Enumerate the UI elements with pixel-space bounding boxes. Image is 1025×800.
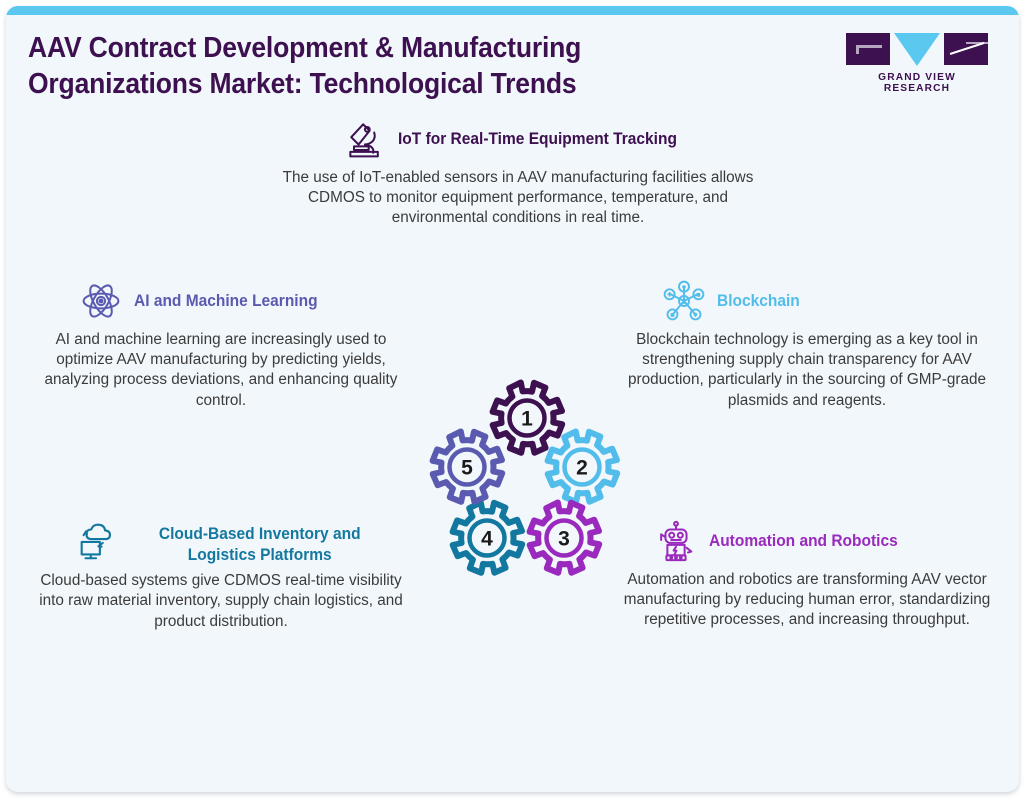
section-automation-title: Automation and Robotics bbox=[709, 531, 898, 550]
section-blockchain-title: Blockchain bbox=[717, 291, 800, 310]
gear-4-hub bbox=[467, 518, 507, 558]
section-iot-body: The use of IoT-enabled sensors in AAV ma… bbox=[282, 169, 754, 227]
section-automation: Automation and Robotics Automation and r… bbox=[621, 518, 993, 631]
section-cloud: Cloud-Based Inventory and Logistics Plat… bbox=[36, 518, 406, 632]
section-cloud-title: Cloud-Based Inventory and Logistics Plat… bbox=[158, 525, 361, 564]
page-title-line-1: AAV Contract Development & Manufacturing bbox=[28, 32, 582, 64]
microscope-icon bbox=[342, 116, 388, 162]
logo-r-mark bbox=[944, 33, 988, 65]
logo-marks bbox=[843, 33, 991, 67]
cloud-monitor-icon bbox=[74, 518, 120, 564]
gear-5-label: 5 bbox=[461, 457, 473, 480]
section-cloud-header: Cloud-Based Inventory and Logistics Plat… bbox=[36, 518, 406, 565]
gear-5: 5 bbox=[429, 428, 506, 505]
section-automation-header: Automation and Robotics bbox=[621, 518, 993, 564]
gear-2: 2 bbox=[544, 428, 621, 505]
gear-4-label: 4 bbox=[481, 528, 493, 551]
atom-icon bbox=[78, 278, 124, 324]
gear-1-outline bbox=[489, 379, 566, 456]
section-iot: IoT for Real-Time Equipment Tracking The… bbox=[268, 116, 768, 229]
gear-3-hub bbox=[544, 518, 584, 558]
gear-3: 3 bbox=[526, 499, 603, 576]
gear-1-label: 1 bbox=[521, 408, 533, 431]
gear-5-outline bbox=[429, 428, 506, 505]
infographic-card: AAV Contract Development & Manufacturing… bbox=[6, 6, 1019, 792]
network-hub-icon bbox=[661, 278, 707, 324]
gear-2-label: 2 bbox=[576, 457, 588, 480]
section-blockchain-header: Blockchain bbox=[621, 278, 993, 324]
section-blockchain: Blockchain Blockchain technology is emer… bbox=[621, 278, 993, 411]
section-cloud-body: Cloud-based systems give CDMOS real-time… bbox=[39, 572, 403, 630]
logo-g-mark bbox=[846, 33, 890, 65]
gear-4: 4 bbox=[449, 499, 526, 576]
section-ai-title: AI and Machine Learning bbox=[134, 291, 318, 310]
section-ai-header: AI and Machine Learning bbox=[36, 278, 406, 324]
section-automation-body: Automation and robotics are transforming… bbox=[623, 571, 991, 629]
robot-icon bbox=[653, 518, 699, 564]
logo-wordmark: GRAND VIEW RESEARCH bbox=[878, 72, 956, 94]
gear-5-hub bbox=[447, 447, 487, 487]
gear-cluster: 1 2 3 4 bbox=[426, 376, 626, 586]
top-accent-bar bbox=[6, 6, 1019, 15]
section-iot-title: IoT for Real-Time Equipment Tracking bbox=[397, 129, 677, 148]
gear-3-label: 3 bbox=[558, 528, 570, 551]
logo-v-triangle-icon bbox=[894, 33, 940, 66]
gear-1-hub bbox=[507, 398, 547, 438]
brand-logo: GRAND VIEW RESEARCH bbox=[843, 33, 991, 94]
gear-2-outline bbox=[544, 428, 621, 505]
section-ai: AI and Machine Learning AI and machine l… bbox=[36, 278, 406, 411]
section-blockchain-body: Blockchain technology is emerging as a k… bbox=[628, 331, 986, 409]
gear-2-hub bbox=[562, 447, 602, 487]
gear-1: 1 bbox=[489, 379, 566, 456]
gear-4-outline bbox=[449, 499, 526, 576]
section-iot-header: IoT for Real-Time Equipment Tracking bbox=[268, 116, 768, 162]
page-title-line-2: Organizations Market: Technological Tren… bbox=[28, 68, 577, 101]
gear-3-outline bbox=[526, 499, 603, 576]
page-title: AAV Contract Development & Manufacturing… bbox=[28, 30, 623, 103]
section-ai-body: AI and machine learning are increasingly… bbox=[44, 331, 398, 409]
